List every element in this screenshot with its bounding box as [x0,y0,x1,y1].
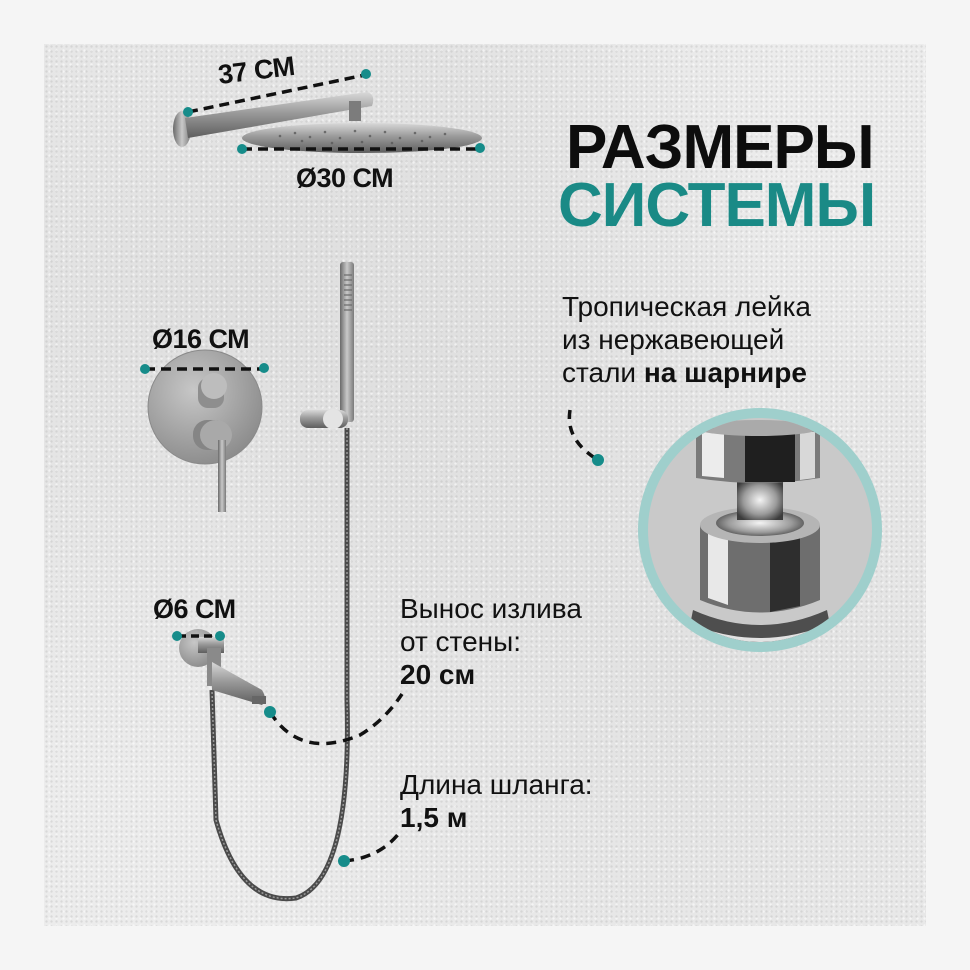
rain-shower-line-3-bold: на шарнире [643,357,807,388]
spout-reach-value: 20 см [400,659,476,690]
detail-connector [567,409,604,466]
swivel-joint-detail-image [638,408,882,652]
shower-hose-icon [209,428,350,902]
spout-diameter-label: Ø6 СМ [153,594,236,624]
mixer-diameter-label: Ø16 СМ [152,324,250,354]
spout-reach-line-1: Вынос излива [400,593,582,624]
spout-reach-connector [264,693,404,746]
rain-shower-line-3-regular: стали [562,357,644,388]
rain-shower-description: Тропическая лейка из нержавеющей стали н… [562,290,811,389]
headline-line-2: СИСТЕМЫ [558,171,876,240]
hose-length-connector [338,830,402,867]
spout-diameter-dimension-line [172,631,225,641]
rain-shower-line-3: стали на шарнире [562,356,811,389]
hose-length-line-1: Длина шланга: [400,769,593,800]
shower-arm-icon [173,92,374,147]
headline-line-1: РАЗМЕРЫ [566,113,875,182]
rain-shower-line-2: из нержавеющей [562,324,785,355]
spout-reach-description: Вынос излива от стены: 20 см [400,592,582,691]
bath-spout-icon [179,629,266,705]
mixer-diameter-dimension-line [140,363,269,374]
hose-length-value: 1,5 м [400,802,468,833]
hand-shower-icon [300,262,354,429]
head-diameter-dimension-line [237,143,485,154]
arm-length-dimension-line [183,69,371,117]
wall-mixer-icon [147,349,263,512]
rain-shower-line-1: Тропическая лейка [562,291,812,322]
head-diameter-label: Ø30 СМ [296,163,394,193]
spout-reach-line-2: от стены: [400,626,522,657]
rain-shower-head-icon [242,123,482,153]
hose-length-description: Длина шланга: 1,5 м [400,768,593,834]
